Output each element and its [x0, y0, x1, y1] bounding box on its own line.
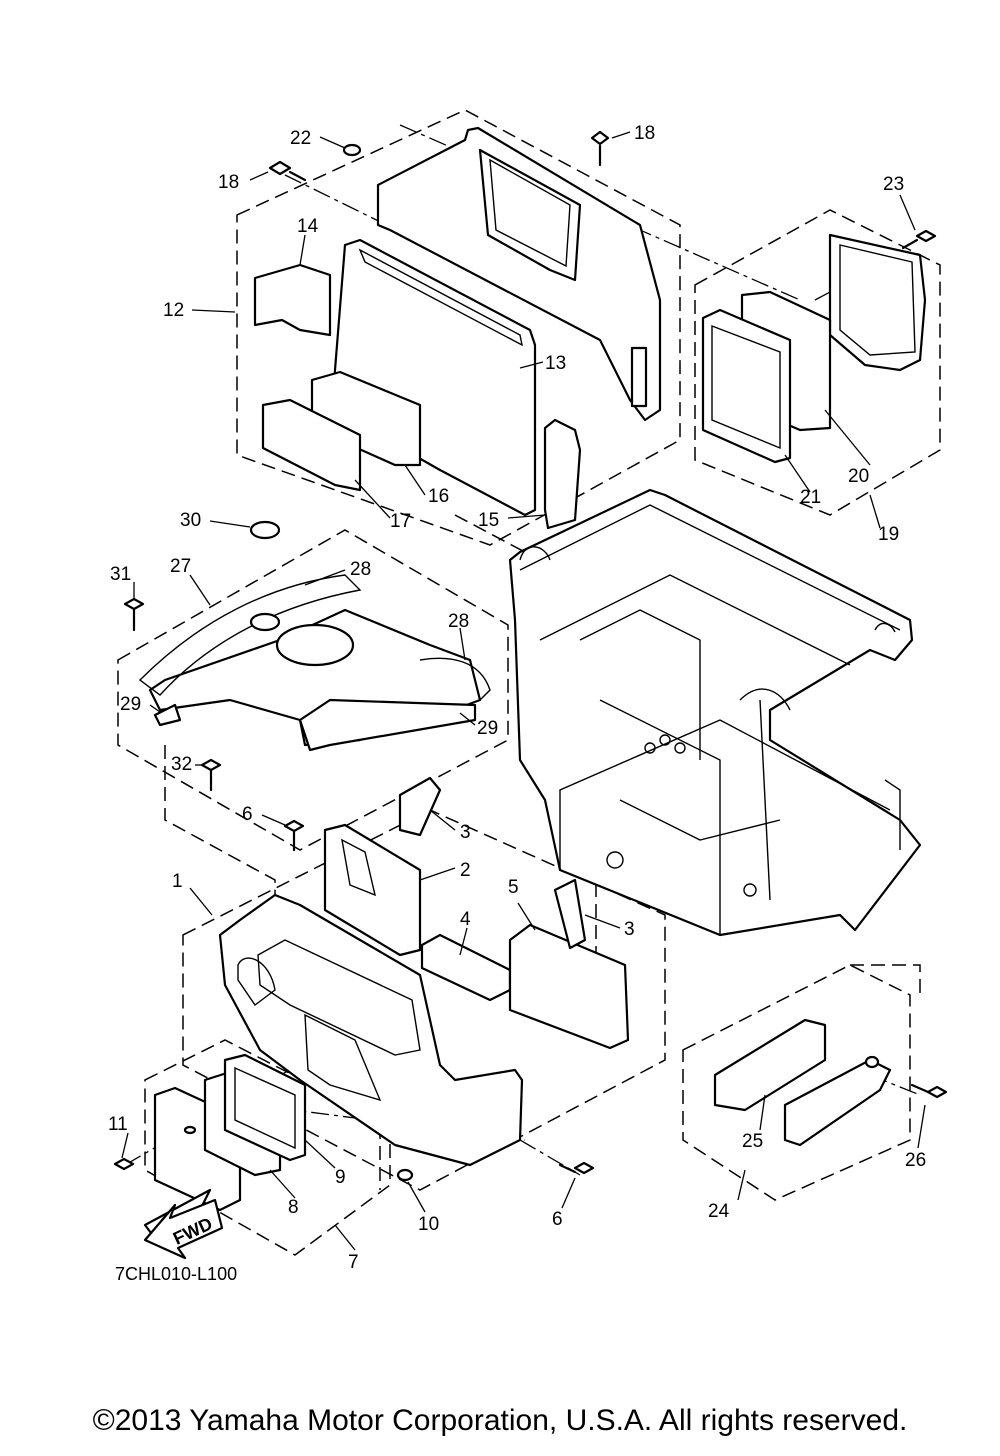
callout-27: 27 [170, 556, 191, 577]
callout-7: 7 [348, 1252, 359, 1273]
callout-9: 9 [335, 1167, 346, 1188]
rear-panel-assembly [253, 126, 662, 530]
callout-11: 11 [108, 1114, 128, 1135]
callout-10: 10 [418, 1214, 439, 1235]
callout-21: 21 [800, 487, 821, 508]
callout-19: 19 [878, 524, 899, 545]
callout-labels: 1 2 3 3 4 5 6 6 7 8 9 10 11 12 13 14 15 … [108, 123, 926, 1273]
callout-8: 8 [288, 1197, 299, 1218]
front-cowl-assembly [218, 776, 630, 1182]
callout-leaders [121, 131, 926, 1251]
parts-exploded-diagram: 1 2 3 3 4 5 6 6 7 8 9 10 11 12 13 14 15 … [108, 109, 948, 1284]
callout-3a: 3 [460, 822, 471, 843]
callout-31: 31 [110, 564, 131, 585]
callout-18b: 18 [634, 123, 655, 144]
callout-32: 32 [171, 754, 192, 775]
callout-5: 5 [508, 877, 519, 898]
callout-29a: 29 [120, 694, 141, 715]
callout-26: 26 [905, 1150, 926, 1171]
callout-30: 30 [180, 510, 201, 531]
vehicle-frame [508, 488, 922, 937]
callout-6b: 6 [552, 1209, 563, 1230]
callout-24: 24 [708, 1201, 730, 1222]
callout-12: 12 [163, 300, 184, 321]
callout-2: 2 [460, 860, 471, 881]
callout-20: 20 [848, 466, 869, 487]
callout-15: 15 [478, 510, 499, 531]
callout-6a: 6 [242, 804, 253, 825]
filter-group [701, 229, 937, 464]
callout-4: 4 [460, 909, 471, 930]
callout-1: 1 [172, 871, 183, 892]
drawing-code: 7CHL010-L100 [115, 1264, 237, 1284]
callout-18a: 18 [218, 172, 239, 193]
callout-22: 22 [290, 128, 311, 149]
callout-13: 13 [545, 353, 566, 374]
lower-right-group [713, 1018, 948, 1147]
callout-28a: 28 [350, 559, 371, 580]
callout-14: 14 [297, 216, 319, 237]
callout-17: 17 [390, 511, 411, 532]
top-cover-assembly [123, 520, 491, 852]
callout-28b: 28 [448, 611, 469, 632]
callout-23: 23 [883, 174, 904, 195]
callout-3b: 3 [624, 919, 635, 940]
callout-25: 25 [742, 1131, 763, 1152]
copyright-notice: ©2013 Yamaha Motor Corporation, U.S.A. A… [92, 1404, 908, 1437]
callout-16: 16 [428, 486, 449, 507]
callout-29b: 29 [477, 718, 498, 739]
